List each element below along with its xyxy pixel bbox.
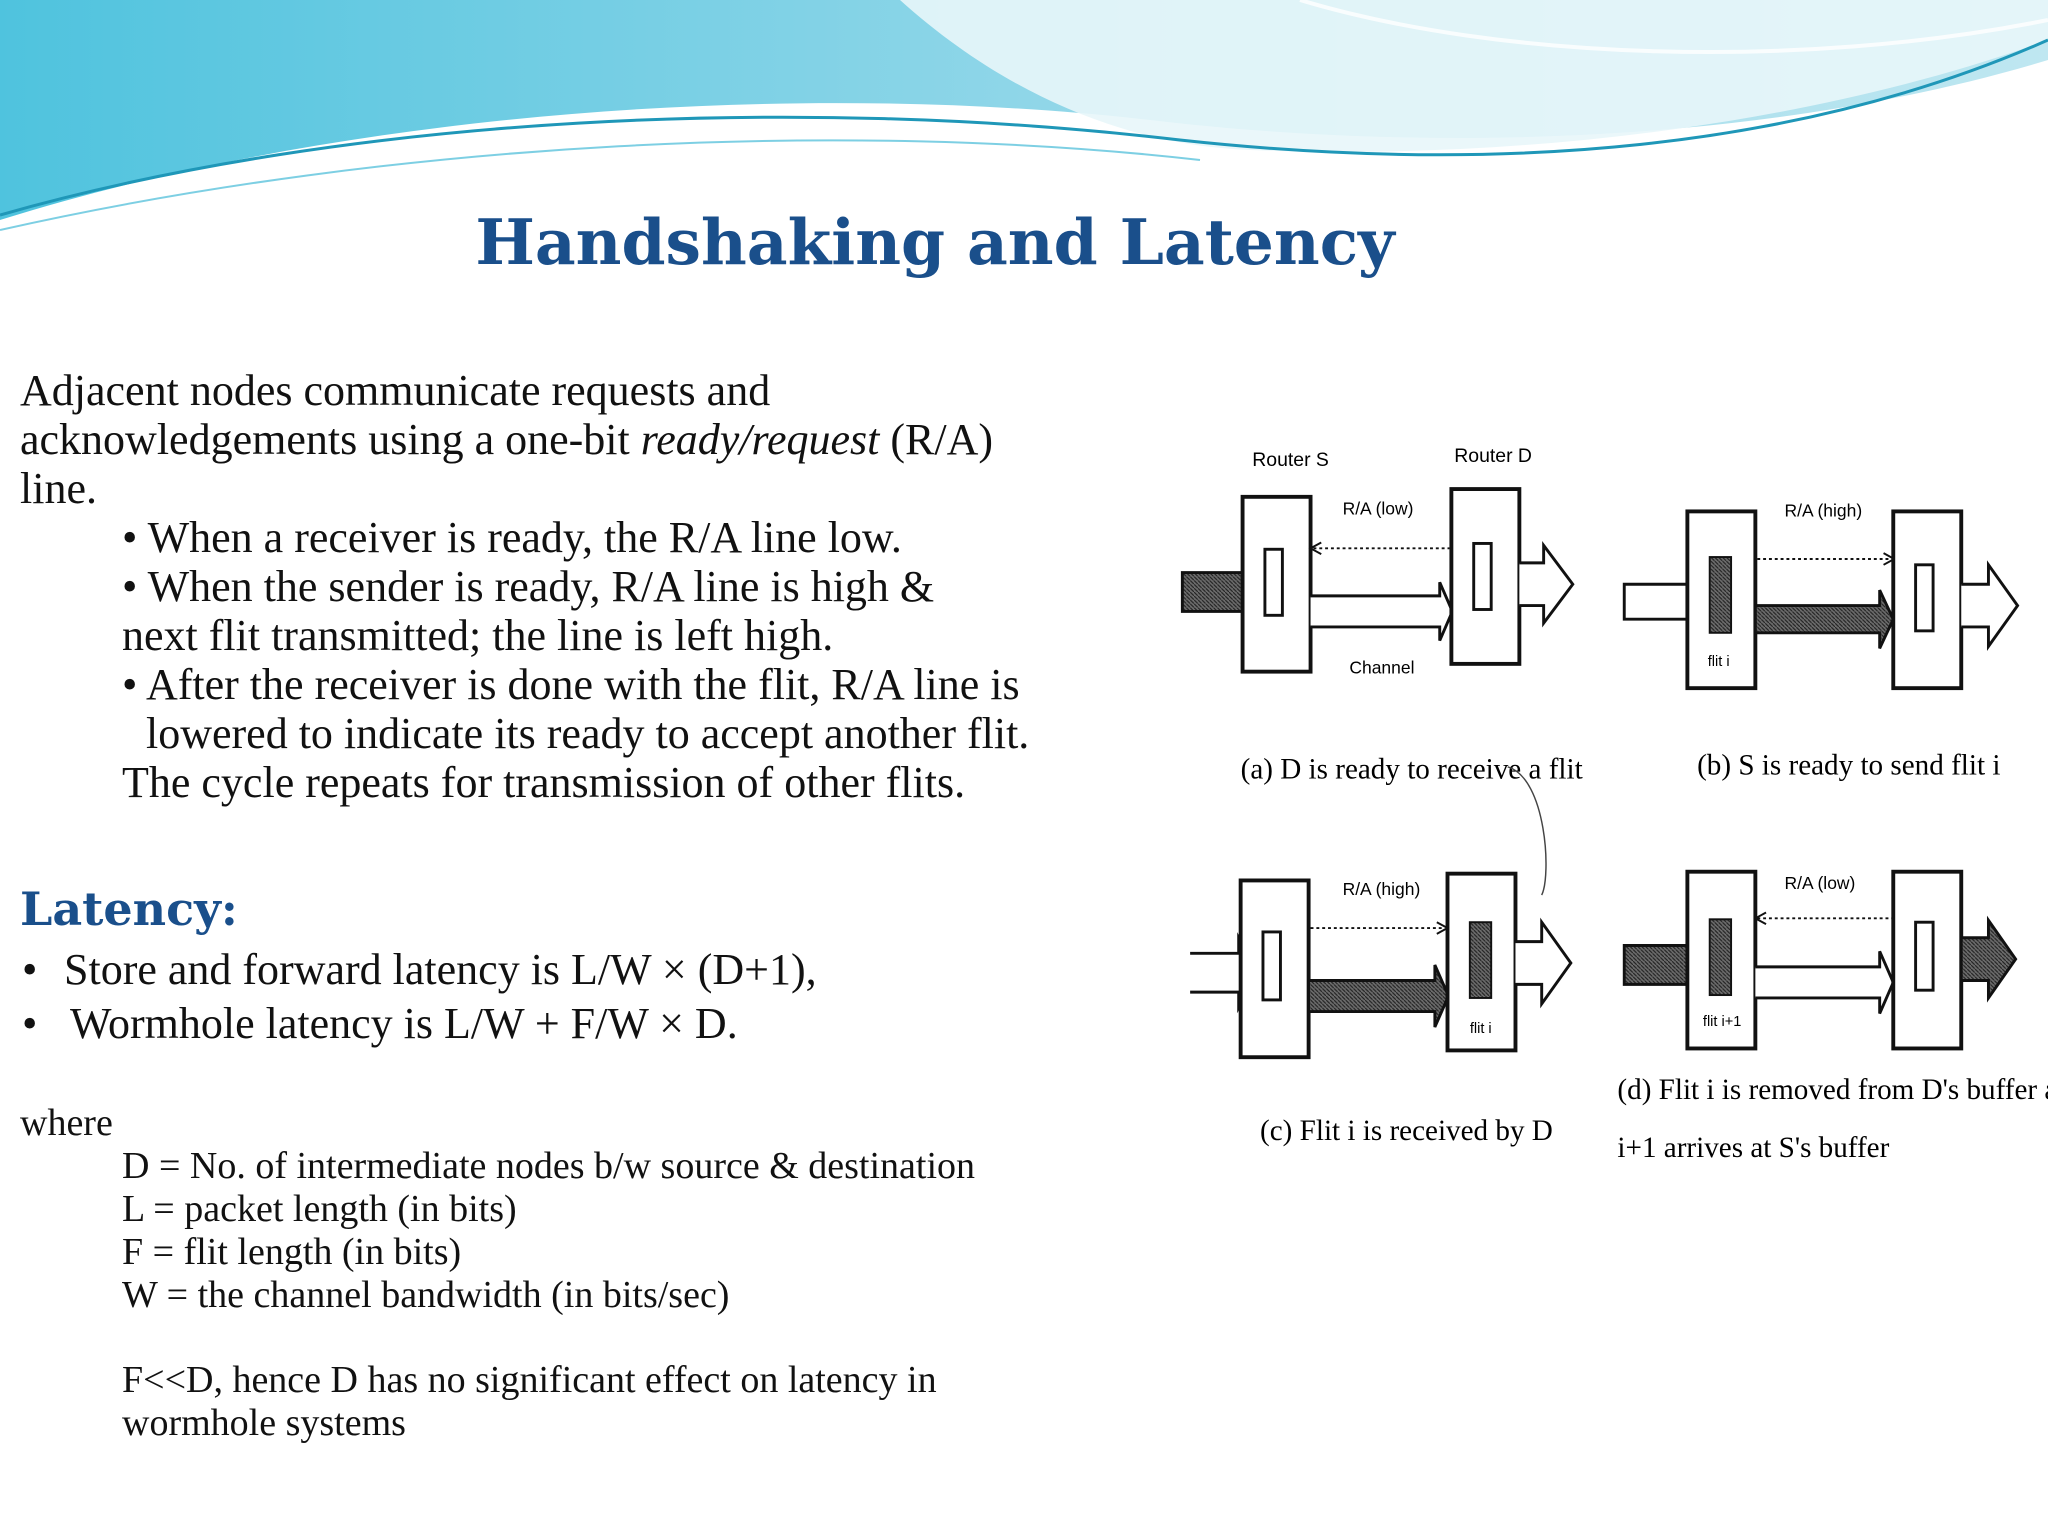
cycle-line: The cycle repeats for transmission of ot… [122,758,966,807]
caption-d-line-2: i+1 arrives at S's buffer [1617,1132,1889,1164]
router-s-buffer [1261,930,1282,1002]
channel-label: Channel [1349,658,1414,678]
latency-text: Store and forward latency is L/W × (D+1)… [64,945,817,994]
latency-text: Wormhole latency is L/W + F/W × D. [70,999,738,1048]
caption-c: (c) Flit i is received by D [1260,1115,1553,1147]
intro-line-1: Adjacent nodes communicate requests and [20,366,771,415]
handshake-diagram: Router S Router D R/A (low) Channel (a) … [1180,445,2048,1164]
latency-bullet: • [22,945,38,994]
caption-d-line-1: (d) Flit i is removed from D's buffer an… [1617,1074,2048,1106]
ra-arrowhead-a [1308,541,1322,555]
bullet-sender-ready-1: • When the sender is ready, R/A line is … [122,562,935,611]
output-arrow-b [1961,560,2020,651]
definition-w: W = the channel bandwidth (in bits/sec) [122,1274,730,1316]
router-d-buffer [1472,541,1493,611]
intro-line-2-b: (R/A) [879,415,994,464]
latency-item-store-forward: • Store and forward latency is L/W × (D+1… [22,945,817,994]
router-s-flit-buffer [1708,918,1733,997]
latency-heading: Latency: [20,882,238,936]
channel-arrow-d [1755,950,1895,1015]
flit-label-d: flit i+1 [1703,1014,1741,1030]
flit-label-c: flit i [1470,1021,1492,1037]
router-s-buffer [1263,547,1284,617]
caption-b: (b) S is ready to send flit i [1697,750,2000,782]
caption-a: (a) D is ready to receive a flit [1241,753,1583,785]
router-d-label: Router D [1454,445,1532,467]
intro-line-3: line. [20,464,97,513]
output-arrow-a [1519,541,1575,628]
latency-bullet: • [22,999,38,1048]
where-label: where [20,1102,113,1144]
panel-c: R/A (high) flit i (c) Flit i is received… [1190,871,1573,1147]
definition-d: D = No. of intermediate nodes b/w source… [122,1145,976,1187]
ra-arrowhead-d [1753,911,1767,926]
intro-line-2: acknowledgements using a one-bit ready/r… [20,415,993,464]
slide-title: Handshaking and Latency [475,205,1395,279]
bullet-receiver-ready: • When a receiver is ready, the R/A line… [122,513,902,562]
channel-arrow-c [1307,964,1451,1028]
intro-line-2-emphasis: ready/request [640,415,880,464]
ra-label-a: R/A (low) [1343,498,1414,518]
ra-label-c: R/A (high) [1343,879,1421,899]
definition-f: F = flit length (in bits) [122,1231,462,1273]
intro-line-2-a: acknowledgements using a one-bit [20,415,641,464]
bullet-receiver-done-2: lowered to indicate its ready to accept … [146,709,1030,758]
output-arrow-c [1515,917,1573,1009]
panel-a: Router S Router D R/A (low) Channel (a) … [1180,445,1583,785]
connector-curve [1507,766,1547,896]
router-d-flit-buffer [1468,921,1493,999]
latency-item-wormhole: • Wormhole latency is L/W + F/W × D. [22,999,738,1048]
router-s-flit-buffer [1708,556,1733,634]
note-line-1: F<<D, hence D has no significant effect … [122,1359,937,1401]
note-line-2: wormhole systems [122,1402,406,1444]
bullet-receiver-done-1: • After the receiver is done with the fl… [122,660,1020,709]
router-d-buffer [1914,920,1935,992]
router-d-buffer [1914,563,1935,633]
definition-l: L = packet length (in bits) [122,1188,517,1230]
output-arrow-d [1959,915,2018,1003]
ra-label-d: R/A (low) [1784,873,1855,893]
header-wave-decoration [0,0,2048,231]
router-s-label: Router S [1252,449,1329,471]
channel-arrow-a [1310,581,1454,642]
ra-label-b: R/A (high) [1784,500,1862,520]
panel-b: R/A (high) flit i (b) S is ready to send… [1622,500,2020,782]
channel-arrow-b [1753,589,1895,649]
bullet-sender-ready-2: next flit transmitted; the line is left … [122,611,834,660]
flit-label-b: flit i [1708,654,1730,670]
panel-d: R/A (low) flit i+1 (d) Flit i is removed… [1617,869,2048,1164]
